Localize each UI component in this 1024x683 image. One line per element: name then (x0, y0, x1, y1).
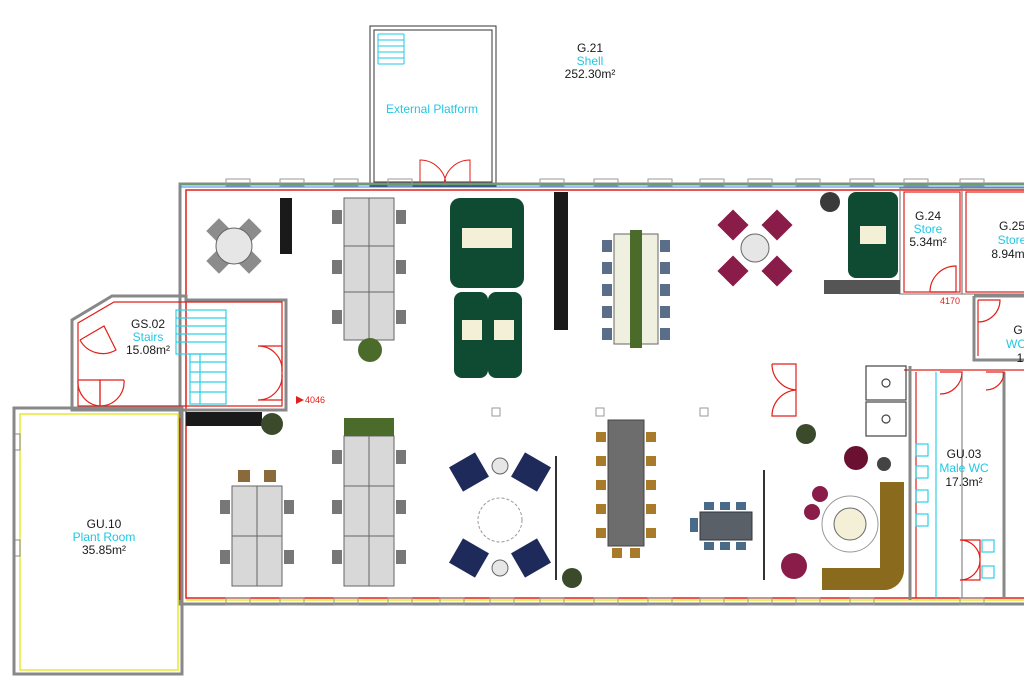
stairs-icon (377, 33, 405, 65)
table-icon (690, 502, 753, 550)
room-name-platform: External Platform (385, 102, 479, 116)
room-area-g25: 8.94m² (991, 247, 1024, 261)
plant-icon (562, 568, 582, 588)
right-rooms (865, 187, 1024, 600)
room-area-g21: 252.30m² (564, 67, 616, 81)
room-code-gu10: GU.10 (86, 517, 122, 531)
room-code-gu03: GU.03 (946, 447, 982, 461)
room-name-gs02: Stairs (132, 330, 164, 344)
dimension-left: 4046 (305, 395, 326, 405)
room-area-gu10: 35.85m² (81, 543, 127, 557)
stairs-room (70, 294, 304, 412)
desk-cluster (220, 470, 294, 587)
desk-cluster (332, 197, 406, 362)
furniture (186, 192, 904, 590)
kitchen-unit (865, 365, 907, 437)
table-icon (206, 218, 262, 274)
room-code-g24: G.24 (914, 209, 942, 223)
desk-cluster (332, 418, 406, 587)
door-swing-icon (419, 159, 471, 187)
plant-icon (820, 192, 840, 212)
room-area-g24: 5.34m² (909, 235, 947, 249)
wc-cubicle-icon (915, 443, 995, 579)
plant-icon (358, 338, 382, 362)
room-area-gu03: 17.3m² (945, 475, 983, 489)
room-area-gs02: 15.08m² (125, 343, 171, 357)
room-code-gwc: G (1013, 323, 1023, 337)
room-name-gu10: Plant Room (72, 530, 136, 544)
room-code-gs02: GS.02 (130, 317, 166, 331)
table-icon (602, 230, 670, 348)
plant-room (12, 406, 184, 676)
plant-icon (261, 413, 283, 435)
plant-icon (796, 424, 816, 444)
chair-group (449, 452, 551, 578)
dimension-right: 4170 (940, 296, 961, 306)
building-walls (178, 178, 1024, 606)
room-name-gu03: Male WC (939, 461, 989, 475)
sofa-icon (781, 424, 904, 590)
room-name-gwc: WC (1006, 337, 1024, 351)
door-swing-icon (77, 325, 283, 407)
room-name-g25: Store (997, 233, 1024, 247)
room-name-g21: Shell (576, 54, 604, 68)
table-icon (596, 419, 656, 558)
sofa-icon (450, 192, 900, 378)
room-area-gwc: 1 (1016, 351, 1024, 365)
room-name-g24: Store (913, 222, 943, 236)
chair-group (717, 209, 793, 287)
external-platform (369, 25, 497, 187)
stairs-icon (175, 309, 227, 405)
room-code-g25: G.25 (998, 219, 1024, 233)
room-code-g21: G.21 (576, 41, 604, 55)
door-swing-icon (771, 363, 797, 417)
